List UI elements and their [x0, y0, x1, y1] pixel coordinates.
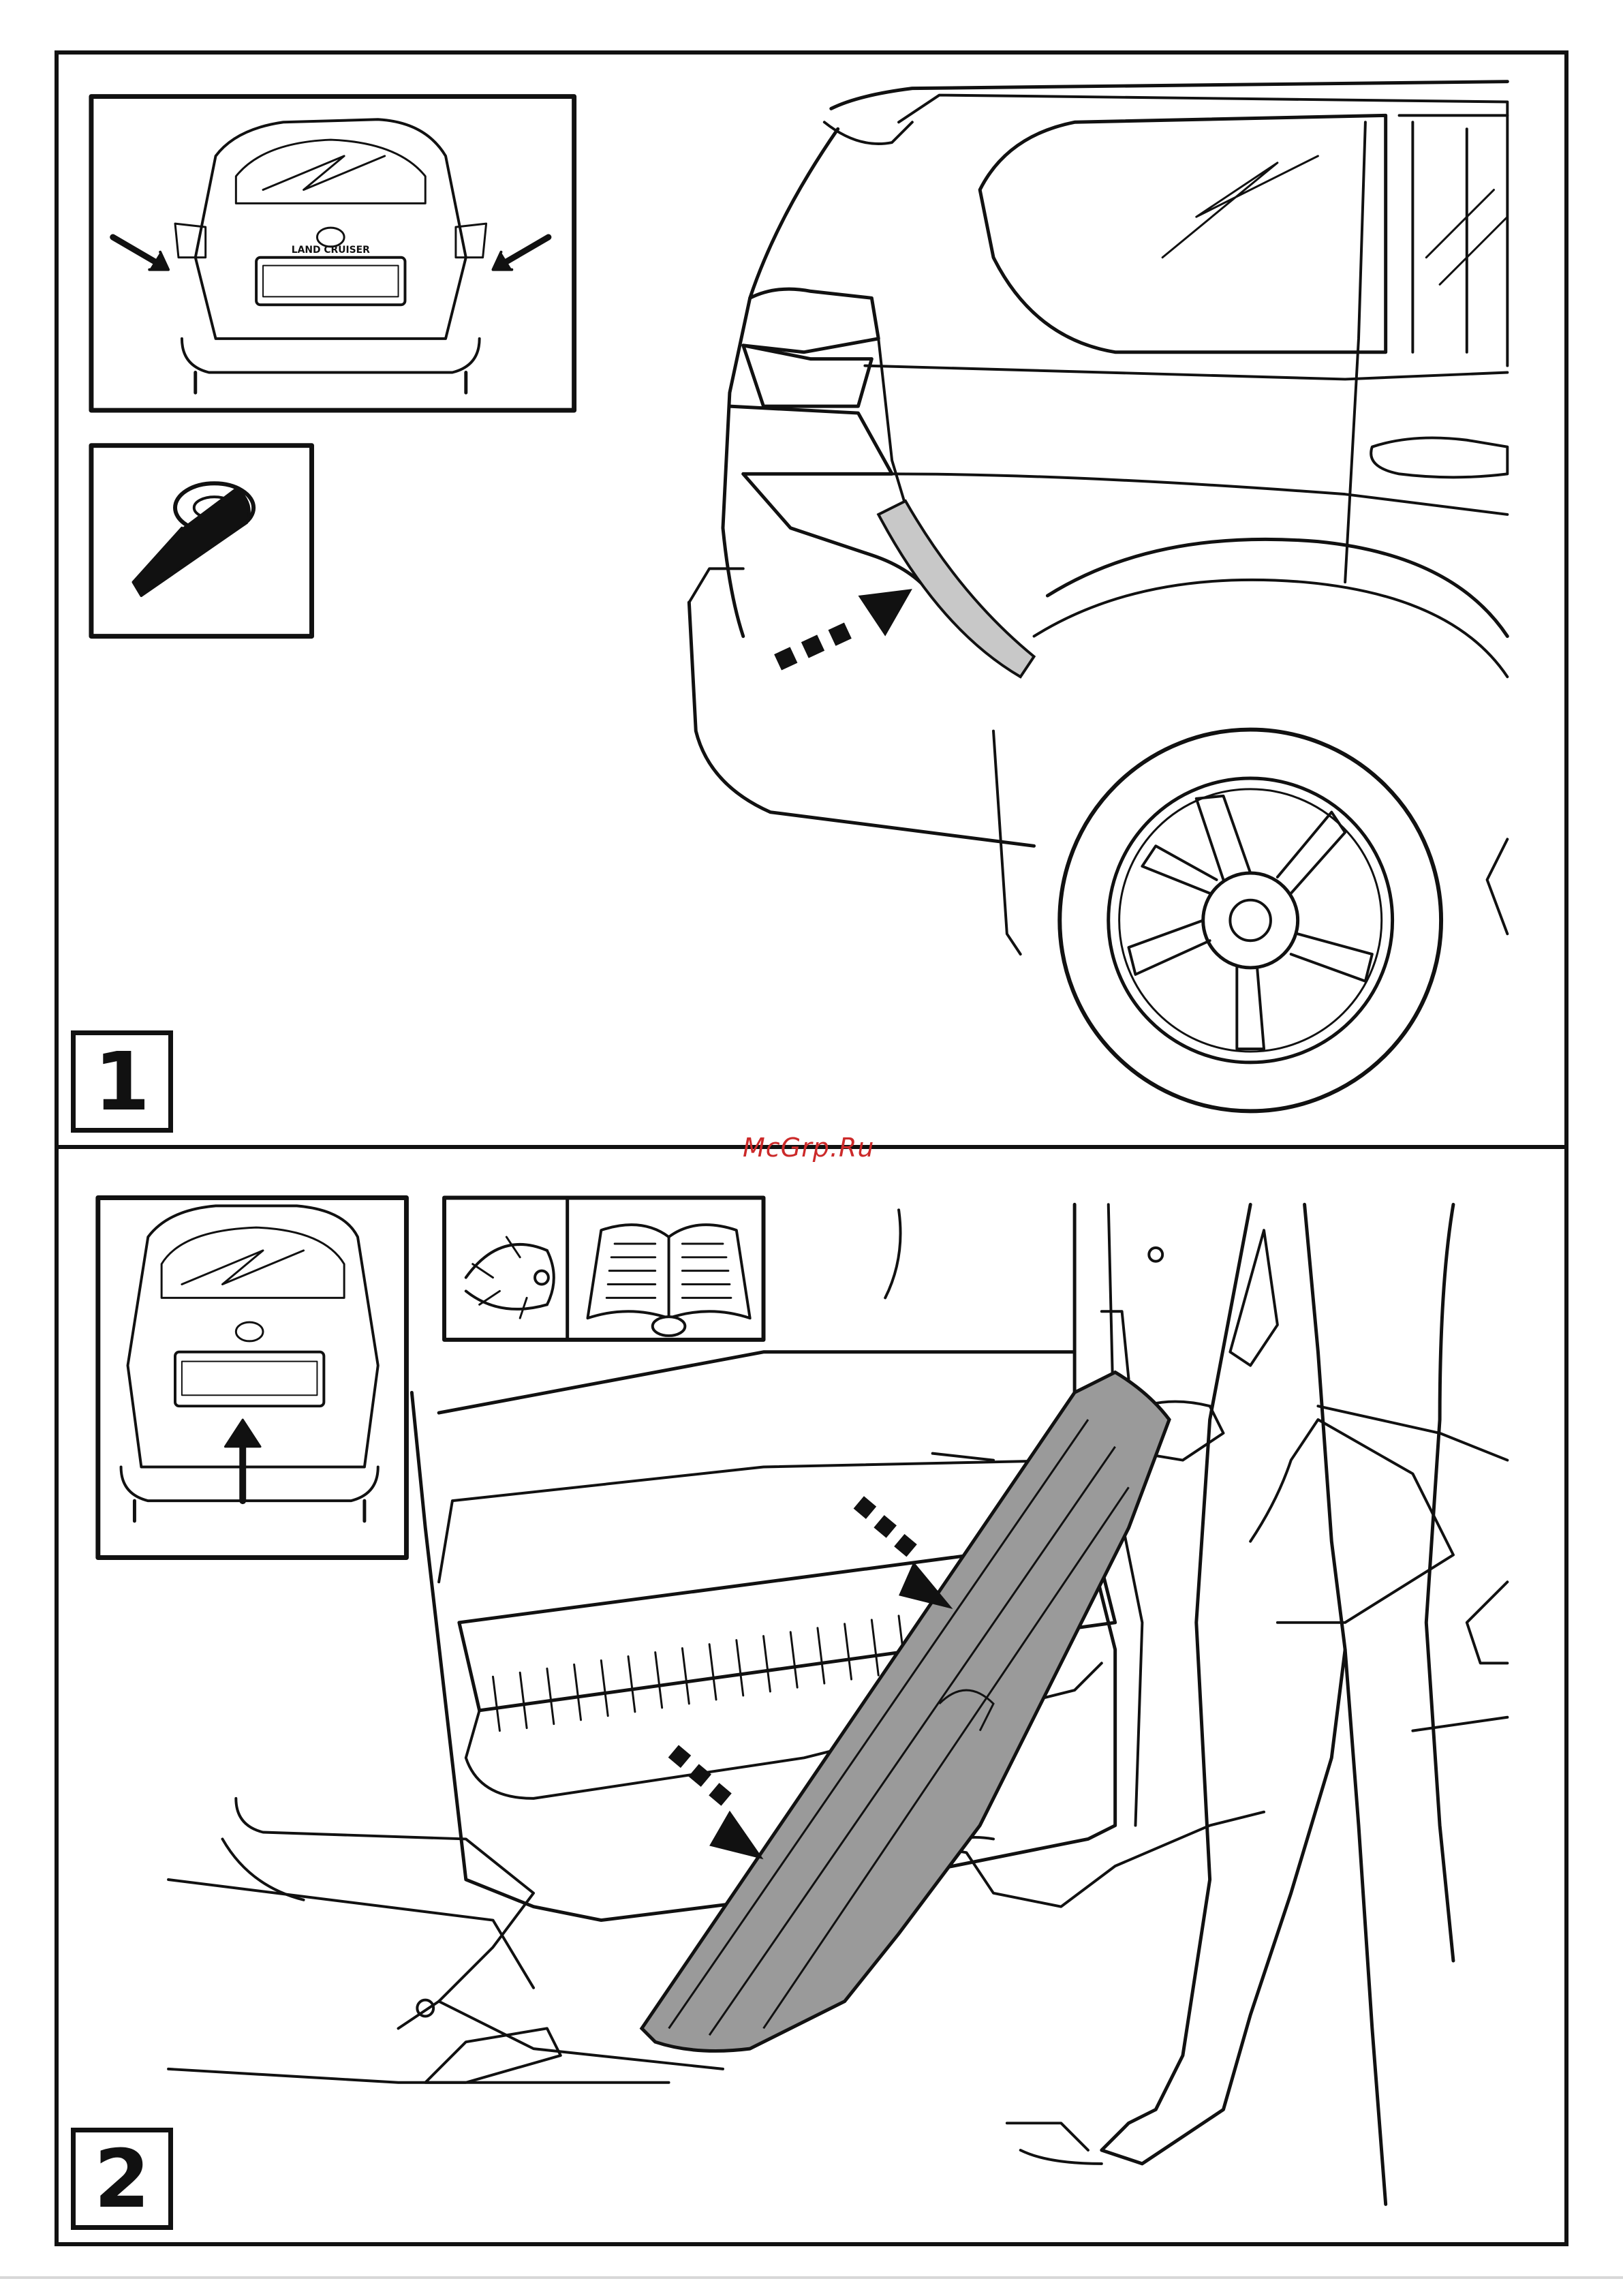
arrow-icon — [225, 1420, 260, 1447]
step-number-badge: 2 — [71, 2128, 173, 2230]
tape-roll-icon — [91, 446, 312, 637]
eye-icon — [466, 1237, 554, 1318]
watermark-text: McGrp.Ru — [743, 1133, 874, 1163]
step-2-illustration — [59, 1149, 1564, 2242]
dashed-arrow-icon — [854, 1496, 953, 1609]
manual-book-icon — [587, 1225, 749, 1318]
tape-strip — [878, 501, 1034, 677]
step-number-badge: 1 — [71, 1030, 173, 1133]
step-1-illustration: LAND CRUISER — [59, 55, 1564, 1145]
vehicle-side-view — [689, 82, 1507, 954]
vehicle-badge-text: LAND CRUISER — [292, 245, 370, 256]
rear-sill-panel — [642, 1373, 1169, 2051]
step-2-panel: 2 — [55, 1145, 1568, 2246]
step-1-panel: LAND CRUISER — [55, 50, 1568, 1149]
footer-divider — [0, 2276, 1623, 2279]
vehicle-rear-icon — [98, 1197, 407, 1557]
emblem-icon — [653, 1317, 685, 1336]
dashed-arrow-icon — [668, 1745, 764, 1860]
dashed-arrow-icon — [774, 589, 912, 670]
wheel-icon — [1060, 730, 1441, 1112]
